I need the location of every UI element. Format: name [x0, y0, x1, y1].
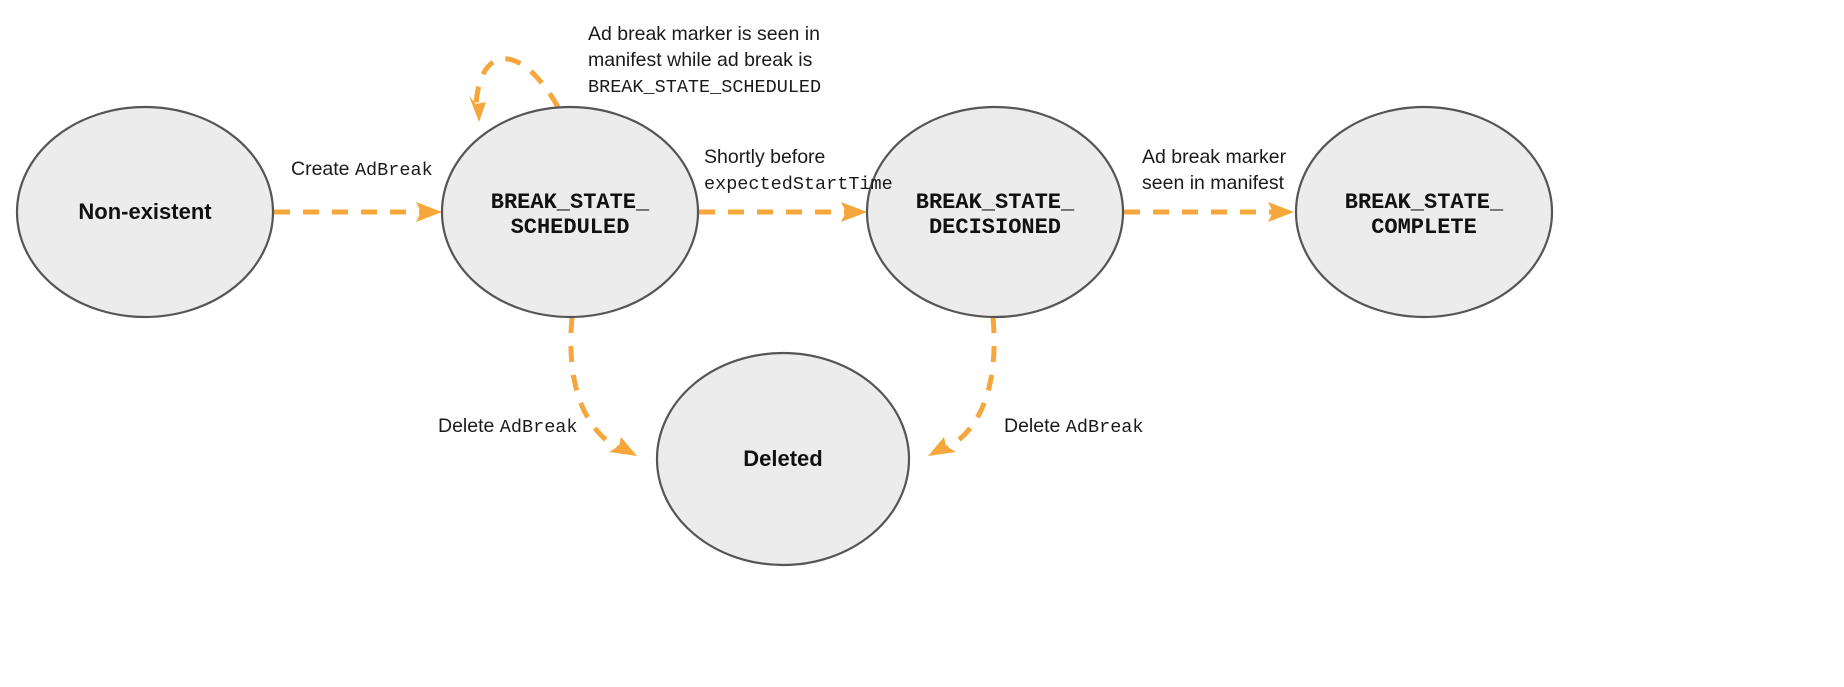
edge-label-delete-right-mono: AdBreak — [1066, 417, 1144, 438]
node-non-existent-label: Non-existent — [78, 199, 212, 224]
node-break-state-scheduled-label-line2: SCHEDULED — [511, 215, 630, 240]
edge-scheduled-to-decisioned — [699, 202, 867, 222]
edge-label-decisioned-to-complete: Ad break marker seen in manifest — [1142, 146, 1287, 194]
edge-self-loop-scheduled-line — [473, 56, 561, 109]
edge-self-loop-scheduled-arrowhead — [469, 96, 486, 122]
edge-decisioned-to-deleted — [928, 316, 997, 456]
node-non-existent-shape[interactable] — [15, 105, 275, 319]
edge-label-scheduled-to-deleted: Delete AdBreak — [438, 415, 578, 438]
edge-scheduled-to-deleted-line — [568, 316, 624, 453]
node-break-state-decisioned-label-line2: DECISIONED — [929, 215, 1061, 240]
edge-label-scheduled-to-decisioned: Shortly before expectedStartTime — [704, 146, 893, 195]
edge-label-self-loop-line2: manifest while ad break is — [588, 49, 813, 71]
edge-label-delete-right-sans: Delete — [1004, 415, 1066, 437]
node-break-state-complete-label-line2: COMPLETE — [1371, 215, 1477, 240]
edge-self-loop-scheduled — [469, 56, 561, 122]
edge-create-adbreak — [274, 202, 442, 222]
edge-create-adbreak-arrowhead — [416, 202, 442, 222]
node-deleted-label: Deleted — [743, 446, 822, 471]
edge-decisioned-to-complete — [1124, 202, 1294, 222]
node-deleted[interactable]: Deleted — [655, 351, 911, 567]
edge-decisioned-to-deleted-line — [941, 316, 997, 453]
node-break-state-decisioned-label-line1: BREAK_STATE_ — [916, 190, 1075, 215]
edge-label-delete-left-mono: AdBreak — [500, 417, 578, 438]
edge-label-create-adbreak: Create AdBreak — [291, 158, 433, 181]
node-break-state-scheduled-label-line1: BREAK_STATE_ — [491, 190, 650, 215]
svg-text:Delete AdBreak: Delete AdBreak — [1004, 415, 1144, 438]
svg-text:Delete AdBreak: Delete AdBreak — [438, 415, 578, 438]
edge-scheduled-to-decisioned-arrowhead — [841, 202, 867, 222]
edge-scheduled-to-deleted-arrowhead — [609, 437, 637, 456]
edge-label-create-adbreak-mono: AdBreak — [355, 160, 433, 181]
edge-label-self-loop-line3: BREAK_STATE_SCHEDULED — [588, 77, 821, 98]
edge-decisioned-to-deleted-arrowhead — [928, 437, 956, 456]
node-break-state-complete[interactable]: BREAK_STATE_ COMPLETE — [1294, 105, 1554, 319]
edge-label-create-adbreak-sans: Create — [291, 158, 355, 180]
edge-label-decisioned-to-deleted: Delete AdBreak — [1004, 415, 1144, 438]
edge-label-shortly-line1: Shortly before — [704, 146, 825, 168]
node-deleted-shape[interactable] — [655, 351, 911, 567]
node-break-state-complete-label-line1: BREAK_STATE_ — [1345, 190, 1504, 215]
node-break-state-scheduled[interactable]: BREAK_STATE_ SCHEDULED — [440, 105, 700, 319]
node-break-state-decisioned[interactable]: BREAK_STATE_ DECISIONED — [865, 105, 1125, 319]
edge-scheduled-to-deleted — [568, 316, 637, 456]
node-break-state-scheduled-shape[interactable] — [440, 105, 700, 319]
edge-label-marker-line2: seen in manifest — [1142, 172, 1285, 194]
node-non-existent[interactable]: Non-existent — [15, 105, 275, 319]
edge-label-self-loop-scheduled: Ad break marker is seen in manifest whil… — [588, 23, 821, 98]
node-break-state-decisioned-shape[interactable] — [865, 105, 1125, 319]
edge-label-marker-line1: Ad break marker — [1142, 146, 1287, 168]
edge-label-delete-left-sans: Delete — [438, 415, 500, 437]
edge-label-self-loop-line1: Ad break marker is seen in — [588, 23, 820, 45]
edge-decisioned-to-complete-arrowhead — [1268, 202, 1294, 222]
edge-label-shortly-line2: expectedStartTime — [704, 174, 893, 195]
svg-text:Create AdBreak: Create AdBreak — [291, 158, 433, 181]
node-break-state-complete-shape[interactable] — [1294, 105, 1554, 319]
